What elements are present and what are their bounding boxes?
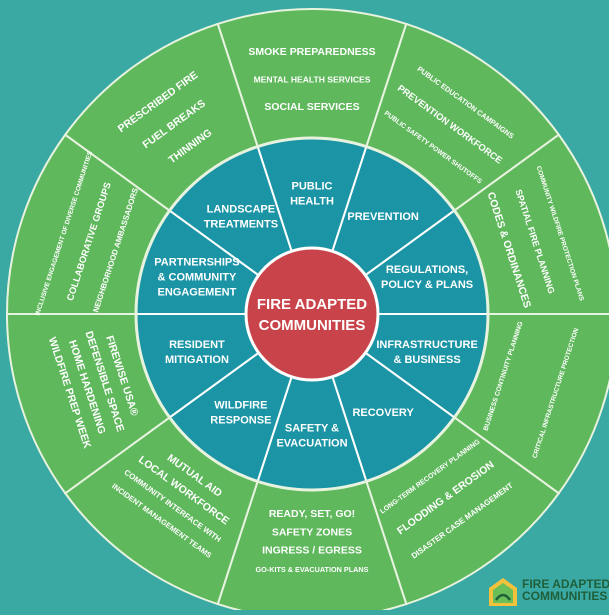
outer-item-safety-evacuation: READY, SET, GO! [269, 508, 355, 520]
inner-label-partnerships: ENGAGEMENT [158, 287, 237, 299]
center-disc [244, 246, 380, 382]
inner-label-safety-evacuation: EVACUATION [276, 438, 347, 450]
ring-divider [134, 136, 490, 492]
outer-item-public-health: SMOKE PREPAREDNESS [248, 47, 375, 58]
inner-label-wildfire-response: RESPONSE [210, 414, 271, 426]
brand-wordmark: FIRE ADAPTED COMMUNITIES [522, 578, 609, 602]
outer-item-safety-evacuation: SAFETY ZONES [272, 526, 352, 538]
inner-label-wildfire-response: WILDFIRE [214, 399, 267, 411]
center-title-line: COMMUNITIES [259, 317, 366, 334]
inner-label-partnerships: PARTNERSHIPS [154, 257, 239, 269]
brand-line-1: FIRE ADAPTED [522, 577, 609, 591]
brand-line-2: COMMUNITIES [522, 589, 608, 603]
inner-label-public-health: HEALTH [290, 196, 334, 208]
inner-label-public-health: PUBLIC [292, 181, 333, 193]
inner-label-recovery: RECOVERY [352, 407, 414, 419]
inner-label-safety-evacuation: SAFETY & [285, 423, 339, 435]
inner-label-infrastructure: INFRASTRUCTURE [376, 339, 477, 351]
inner-label-regulations: POLICY & PLANS [381, 279, 473, 291]
inner-label-partnerships: & COMMUNITY [158, 272, 237, 284]
center-title-line: FIRE ADAPTED [257, 296, 367, 313]
inner-label-landscape-treatments: LANDSCAPE [207, 204, 275, 216]
inner-label-prevention: PREVENTION [347, 211, 419, 223]
inner-label-regulations: REGULATIONS, [386, 264, 468, 276]
brand-logo [486, 576, 609, 610]
inner-label-landscape-treatments: TREATMENTS [204, 219, 278, 231]
fire-adapted-communities-logo-icon [489, 578, 517, 606]
outer-item-safety-evacuation: INGRESS / EGRESS [262, 545, 362, 557]
outer-item-public-health: MENTAL HEALTH SERVICES [254, 75, 371, 85]
outer-item-safety-evacuation: GO-KITS & EVACUATION PLANS [256, 565, 369, 574]
inner-label-resident-mitigation: MITIGATION [165, 354, 229, 366]
outer-item-public-health: SOCIAL SERVICES [264, 101, 359, 113]
inner-label-infrastructure: & BUSINESS [393, 354, 460, 366]
inner-label-resident-mitigation: RESIDENT [169, 339, 225, 351]
